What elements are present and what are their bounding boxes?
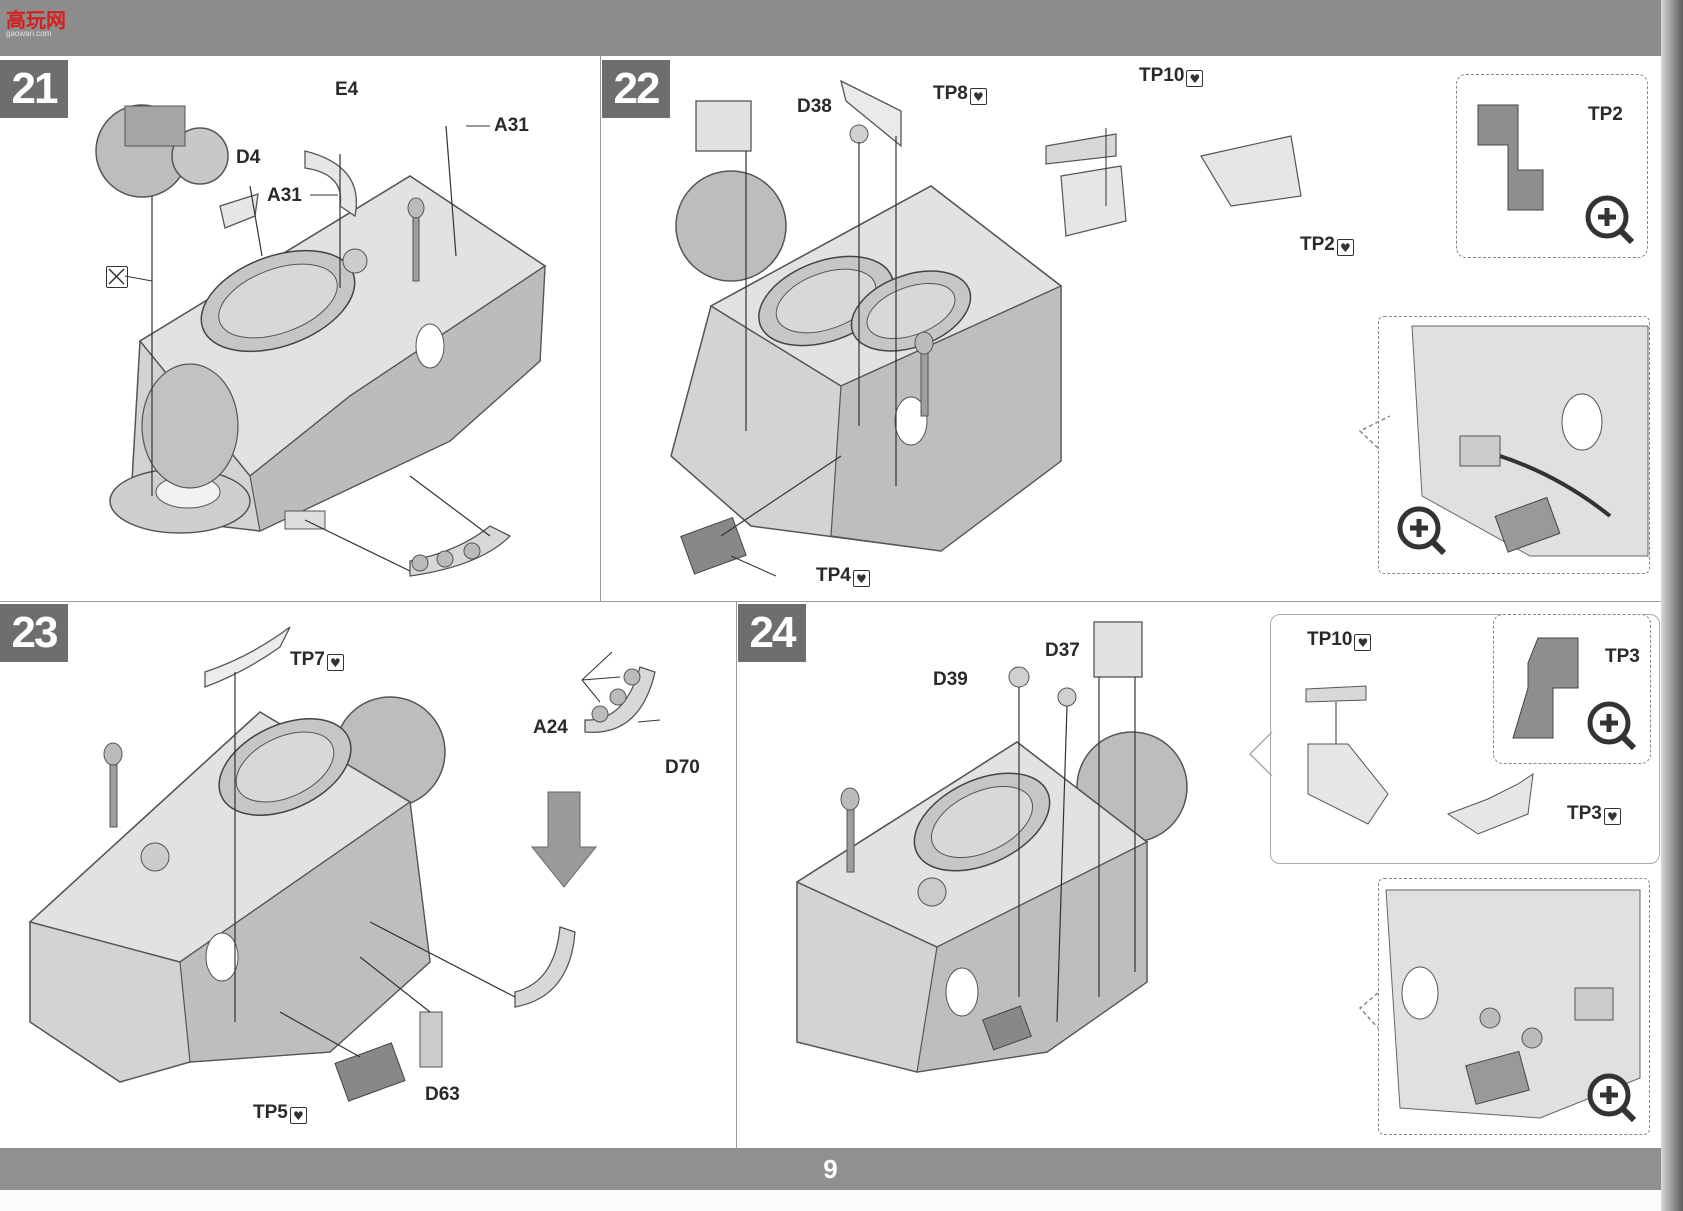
photo-etch-part-icon: ♥ — [1336, 239, 1354, 256]
part-label-tp5-text: TP5 — [253, 1102, 288, 1123]
part-label-a31: A31 — [494, 115, 529, 136]
part-label-tp10-text: TP10 — [1139, 65, 1185, 86]
part-label-d70: D70 — [665, 757, 700, 778]
part-label-a24: A24 — [533, 717, 568, 738]
part-label-tp2-zoom: TP2 — [1588, 104, 1623, 125]
part-label-tp7: TP7♥ — [290, 649, 344, 671]
bottom-bar — [0, 1148, 1661, 1190]
step-number-22: 22 — [602, 60, 670, 118]
part-label-tp3-zoom: TP3 — [1605, 646, 1640, 667]
detail-view-24 — [1378, 878, 1650, 1135]
photo-etch-part-icon: ♥ — [326, 654, 344, 671]
site-logo: 高玩网 gaowan.com — [6, 4, 68, 40]
part-label-e4: E4 — [335, 79, 359, 100]
tp3-bend-diagram — [1512, 637, 1579, 739]
step-number-21: 21 — [0, 60, 68, 118]
photo-etch-part-icon: ♥ — [1186, 70, 1204, 87]
divider — [600, 56, 601, 601]
binding-spine — [1661, 0, 1683, 1211]
part-label-tp2: TP2♥ — [1300, 234, 1354, 256]
magnify-plus-icon — [1397, 506, 1447, 556]
site-logo-url: gaowan.com — [6, 29, 52, 38]
part-label-tp4: TP4♥ — [816, 565, 870, 587]
step-23-hull-drawing — [28, 626, 661, 1102]
part-label-d37: D37 — [1045, 640, 1080, 661]
part-label-tp7-text: TP7 — [290, 649, 325, 670]
photo-etch-part-icon: ♥ — [1603, 808, 1621, 825]
step-24-hull-drawing — [795, 621, 1188, 1073]
magnify-plus-icon — [1587, 701, 1637, 751]
part-label-tp2-text: TP2 — [1300, 234, 1335, 255]
photo-etch-part-icon: ♥ — [969, 88, 987, 105]
divider — [736, 602, 737, 1148]
divider — [0, 601, 1661, 602]
part-label-d4: D4 — [236, 147, 261, 168]
tp2-bend-diagram — [1477, 104, 1544, 211]
photo-etch-part-icon: ♥ — [289, 1107, 307, 1124]
step-number-23: 23 — [0, 604, 68, 662]
part-label-d63: D63 — [425, 1084, 460, 1105]
tp10-callout-drawing — [1248, 685, 1534, 835]
part-label-tp5: TP5♥ — [253, 1102, 307, 1124]
step-number-24: 24 — [738, 604, 806, 662]
part-label-d38: D38 — [797, 96, 832, 117]
part-label-a31: A31 — [267, 185, 302, 206]
part-label-tp10: TP10♥ — [1139, 65, 1204, 87]
part-label-tp8-text: TP8 — [933, 83, 968, 104]
part-label-tp3: TP3♥ — [1567, 803, 1621, 825]
part-label-tp3-text: TP3 — [1567, 803, 1602, 824]
part-label-tp8: TP8♥ — [933, 83, 987, 105]
step-21-hull-drawing — [95, 104, 547, 577]
no-glue-icon — [106, 266, 128, 288]
photo-etch-part-icon: ♥ — [1354, 634, 1372, 651]
top-bar — [0, 0, 1683, 56]
site-logo-text: 高玩网 — [6, 8, 66, 32]
detail-view-24-drawing — [1358, 889, 1641, 1119]
magnify-plus-icon — [1585, 195, 1635, 245]
photo-etch-part-icon: ♥ — [852, 570, 870, 587]
detail-view-22-drawing — [1358, 325, 1649, 557]
part-label-tp10: TP10♥ — [1307, 629, 1372, 651]
part-label-tp4-text: TP4 — [816, 565, 851, 586]
part-label-tp10-text: TP10 — [1307, 629, 1353, 650]
detail-view-22 — [1378, 316, 1650, 574]
magnify-plus-icon — [1587, 1073, 1637, 1123]
part-label-d39: D39 — [933, 669, 968, 690]
step-22-hull-drawing — [670, 79, 1302, 577]
page-number: 9 — [823, 1154, 838, 1184]
